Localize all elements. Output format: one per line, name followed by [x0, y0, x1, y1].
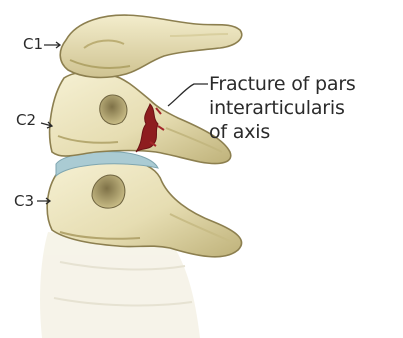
c2-label: C2: [16, 111, 36, 129]
annotation-line-2: interarticularis: [209, 96, 356, 120]
annotation-line-1: Fracture of pars: [209, 72, 356, 96]
fracture-annotation: Fracture of pars interarticularis of axi…: [209, 72, 356, 144]
c1-atlas-vertebra: [60, 15, 242, 77]
c1-label: C1: [23, 35, 43, 53]
c1-arrow: [44, 42, 60, 48]
fracture-leader-line: [168, 84, 208, 106]
annotation-line-3: of axis: [209, 120, 356, 144]
c3-arrow: [37, 198, 50, 204]
c3-label: C3: [14, 192, 34, 210]
